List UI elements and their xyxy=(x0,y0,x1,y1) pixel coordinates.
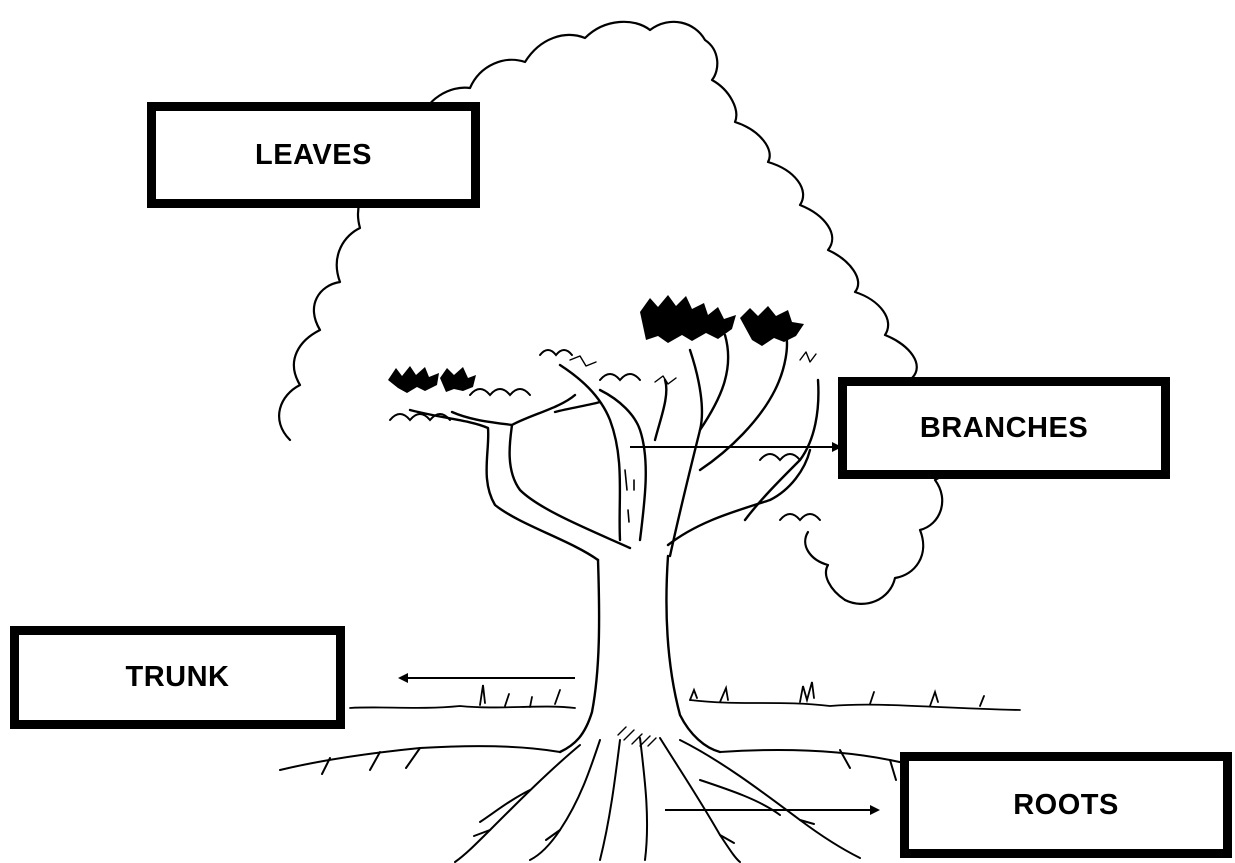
roots-label-box: ROOTS xyxy=(900,752,1232,858)
leaf-tufts xyxy=(389,349,821,522)
pointer-arrows xyxy=(398,442,880,815)
branches-label: BRANCHES xyxy=(919,411,1089,444)
roots-label: ROOTS xyxy=(1013,788,1119,821)
leaves-label: LEAVES xyxy=(255,138,372,171)
branches-label-box: BRANCHES xyxy=(838,377,1170,479)
trunk-label: TRUNK xyxy=(125,661,230,693)
grass-line xyxy=(349,681,1021,711)
leaves-label-box: LEAVES xyxy=(147,102,480,208)
trunk-label-box: TRUNK xyxy=(10,626,345,729)
trunk-and-branches xyxy=(408,328,820,754)
roots xyxy=(279,726,991,863)
leaf-clusters xyxy=(388,295,804,393)
